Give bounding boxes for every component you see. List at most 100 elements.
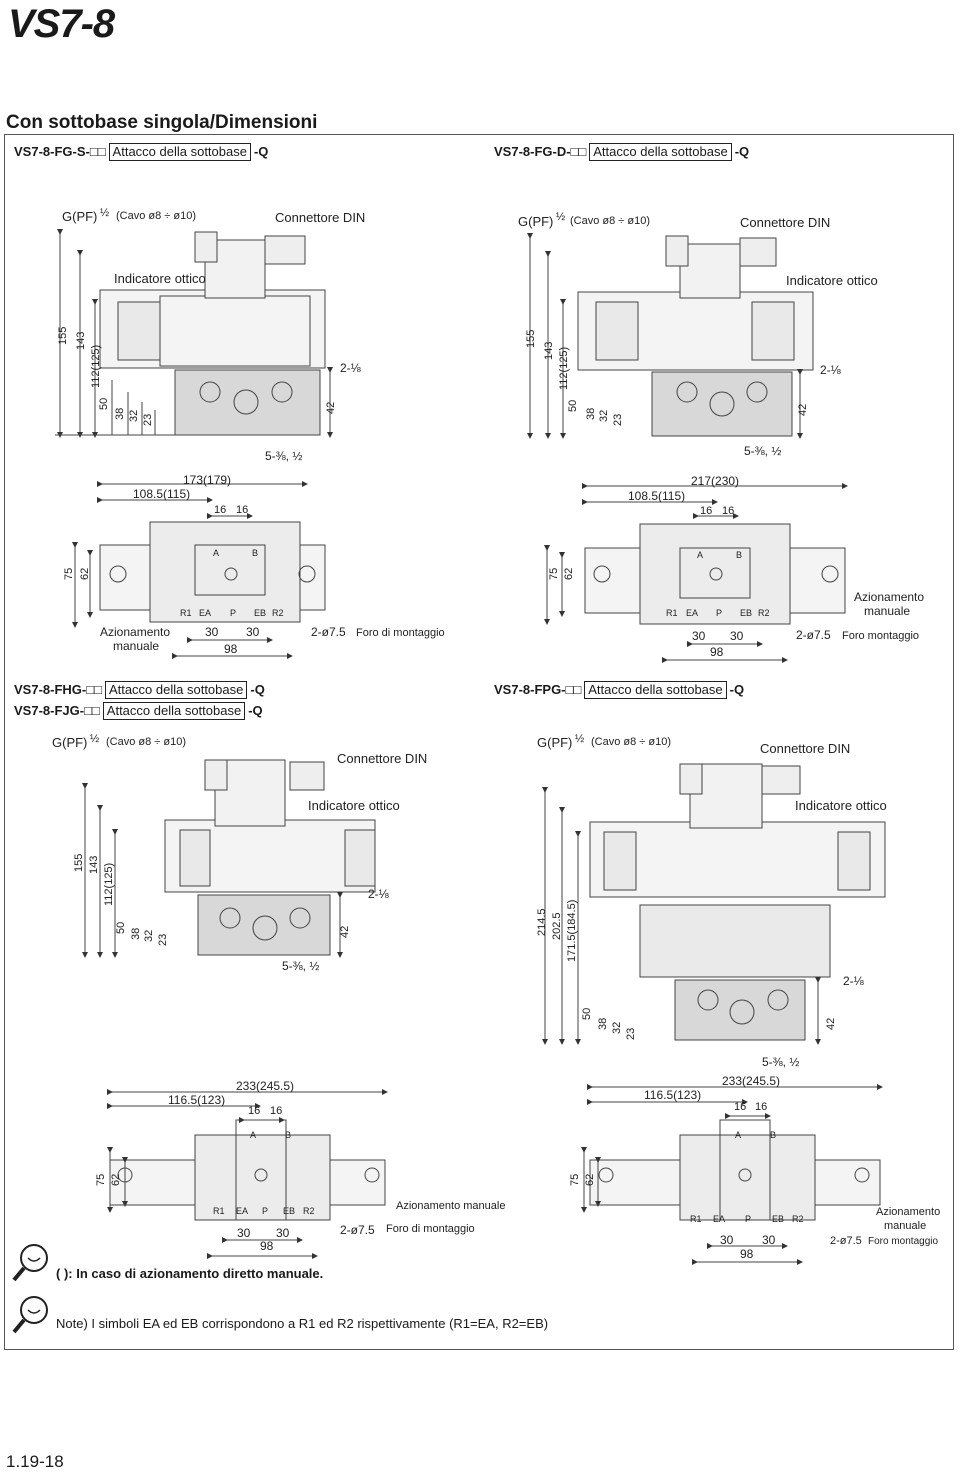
- dim-30a: 30: [237, 1226, 251, 1240]
- mount-hole-label: 2-ø7.5: [340, 1223, 375, 1237]
- port-main-label: 5-⅜, ½: [762, 1055, 799, 1069]
- foro-label: Foro di montaggio: [356, 627, 445, 639]
- port-a: A: [735, 1130, 741, 1140]
- dim-half-s: 108.5(115): [133, 487, 190, 501]
- port-p: P: [262, 1206, 268, 1216]
- dim-62: 62: [584, 1174, 596, 1186]
- fg-d-front-view: [527, 233, 814, 439]
- dim-155: 155: [73, 854, 85, 872]
- port-box: Attacco della sottobase: [589, 143, 732, 161]
- dim-total-h: 233(245.5): [722, 1074, 780, 1088]
- port-r1: R1: [213, 1206, 225, 1216]
- fg-s-front-view: [55, 229, 333, 438]
- dim-16b: 16: [755, 1101, 767, 1113]
- port-main-label: 5-⅜, ½: [744, 444, 781, 458]
- azionamento-label: Azionamento: [876, 1206, 940, 1218]
- dim-98: 98: [224, 642, 238, 656]
- port-r2: R2: [792, 1214, 804, 1224]
- dim-23: 23: [612, 414, 624, 426]
- gpf-label: G(PF): [518, 214, 553, 229]
- dim-total-d: 217(230): [691, 474, 739, 488]
- port-box: Attacco della sottobase: [102, 702, 246, 720]
- dim-38: 38: [597, 1018, 609, 1030]
- din-connector-label: Connettore DIN: [760, 741, 850, 756]
- dim-30b: 30: [762, 1233, 776, 1247]
- model-code: VS7-8-FHG-□□: [14, 682, 102, 697]
- dim-75: 75: [548, 568, 560, 580]
- port-ea: EA: [713, 1214, 725, 1224]
- dim-32: 32: [128, 410, 140, 422]
- dim-32: 32: [611, 1022, 623, 1034]
- cable-label: (Cavo ø8 ÷ ø10): [116, 210, 196, 222]
- port-eb: EB: [283, 1206, 295, 1216]
- fg-s-plan-view: [72, 481, 326, 659]
- dim-62: 62: [110, 1174, 122, 1186]
- dim-half-d: 108.5(115): [628, 489, 685, 503]
- port-p: P: [716, 608, 722, 618]
- dim-42: 42: [325, 402, 337, 414]
- dim-total-s: 173(179): [183, 473, 231, 487]
- dim-98: 98: [710, 645, 724, 659]
- port-box: Attacco della sottobase: [108, 143, 251, 161]
- model-code: VS7-8-FPG-□□: [494, 682, 582, 697]
- dim-total-h: 233(245.5): [236, 1079, 294, 1093]
- dim-75: 75: [63, 568, 75, 580]
- dim-half-h: 116.5(123): [644, 1088, 701, 1102]
- dim-16a: 16: [248, 1105, 260, 1117]
- dim-38: 38: [585, 408, 597, 420]
- dim-16b: 16: [270, 1105, 282, 1117]
- dim-42: 42: [797, 404, 809, 416]
- dim-30b: 30: [246, 625, 260, 639]
- port-p: P: [745, 1214, 751, 1224]
- port-r2: R2: [272, 608, 284, 618]
- dim-143: 143: [88, 856, 100, 874]
- dim-112: 112(125): [558, 347, 570, 390]
- din-connector-label: Connettore DIN: [337, 751, 427, 766]
- dim-30b: 30: [276, 1226, 290, 1240]
- azionamento-label: Azionamento: [854, 590, 924, 604]
- model-header-fjg: VS7-8-FJG-□□Attacco della sottobase-Q: [14, 702, 263, 720]
- port-b: B: [252, 548, 258, 558]
- manuale-label: manuale: [864, 604, 910, 618]
- indicator-label: Indicatore ottico: [114, 271, 206, 286]
- model-header-fpg: VS7-8-FPG-□□Attacco della sottobase-Q: [494, 681, 744, 699]
- indicator-label: Indicatore ottico: [795, 798, 887, 813]
- port-r2: R2: [303, 1206, 315, 1216]
- model-header-fhg: VS7-8-FHG-□□Attacco della sottobase-Q: [14, 681, 265, 699]
- note-port-symbols: Note) I simboli EA ed EB corrispondono a…: [56, 1316, 549, 1331]
- foro-label: Foro montaggio: [868, 1236, 938, 1247]
- mount-hole-label: 2-ø7.5: [796, 628, 831, 642]
- port-r1: R1: [666, 608, 678, 618]
- port-ea: EA: [236, 1206, 248, 1216]
- page-title: VS7-8: [8, 2, 115, 46]
- port-p: P: [230, 608, 236, 618]
- section-title: Con sottobase singola/Dimensioni: [6, 112, 318, 133]
- dim-98: 98: [740, 1247, 754, 1261]
- manuale-label: manuale: [884, 1220, 926, 1232]
- dim-16a: 16: [700, 505, 712, 517]
- dim-214: 214.5: [536, 908, 548, 936]
- dim-16a: 16: [734, 1101, 746, 1113]
- port-r1: R1: [690, 1214, 702, 1224]
- dim-75: 75: [95, 1174, 107, 1186]
- dim-50: 50: [98, 398, 110, 410]
- cable-label: (Cavo ø8 ÷ ø10): [106, 736, 186, 748]
- half-label: ½: [575, 733, 584, 745]
- din-connector-label: Connettore DIN: [740, 215, 830, 230]
- cable-label: (Cavo ø8 ÷ ø10): [570, 215, 650, 227]
- dim-32: 32: [143, 930, 155, 942]
- indicator-label: Indicatore ottico: [786, 273, 878, 288]
- dim-75: 75: [569, 1174, 581, 1186]
- dim-42: 42: [825, 1018, 837, 1030]
- dim-155: 155: [525, 330, 537, 348]
- mount-hole-label: 2-ø7.5: [830, 1235, 862, 1247]
- note-magnifier-icon: [12, 1296, 48, 1334]
- fpg-plan-view: [581, 1084, 883, 1265]
- dim-171: 171.5(184.5): [566, 900, 578, 962]
- dim-16b: 16: [236, 504, 248, 516]
- indicator-label: Indicatore ottico: [308, 798, 400, 813]
- dim-50: 50: [115, 922, 127, 934]
- foro-label: Foro di montaggio: [386, 1223, 475, 1235]
- dim-112: 112(125): [103, 863, 115, 906]
- manuale-label: manuale: [113, 639, 159, 653]
